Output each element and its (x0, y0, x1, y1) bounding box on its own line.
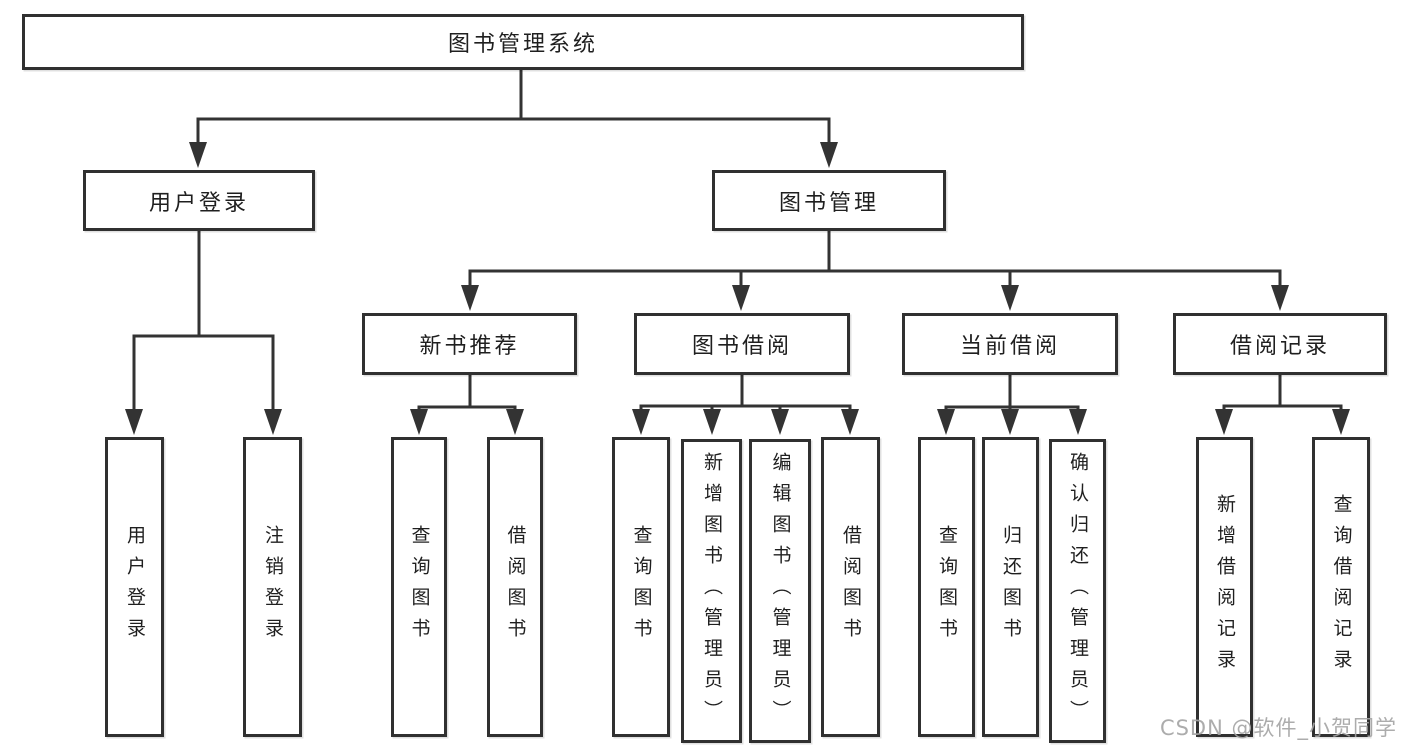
node-book-mgmt-label: 图书管理 (778, 190, 879, 216)
leaf-newrec-query-books-label: 查询图书 (408, 525, 431, 649)
node-book-borrow: 图书借阅 (634, 313, 850, 375)
leaf-newrec-borrow-books-label: 借阅图书 (504, 525, 527, 649)
edge-current-borrow-to-leaves (937, 375, 1087, 435)
leaf-records-query-record: 查询借阅记录 (1312, 437, 1370, 737)
node-root: 图书管理系统 (22, 14, 1024, 70)
node-root-label: 图书管理系统 (447, 32, 598, 57)
leaf-borrow-query-books: 查询图书 (612, 437, 670, 737)
leaf-user-login-label: 用户登录 (124, 525, 146, 649)
leaf-borrow-edit-books-label: 编辑图书（管理员） (769, 451, 792, 731)
leaf-borrow-add-books: 新增图书（管理员） (681, 439, 742, 743)
leaf-newrec-borrow-books: 借阅图书 (487, 437, 543, 737)
node-current-borrow-label: 当前借阅 (959, 334, 1060, 359)
node-user-login: 用户登录 (83, 170, 315, 231)
leaf-records-add-record: 新增借阅记录 (1196, 437, 1253, 737)
edge-book-mgmt-to-sections (461, 231, 1289, 311)
node-current-borrow: 当前借阅 (902, 313, 1118, 375)
node-book-mgmt: 图书管理 (712, 170, 946, 231)
leaf-current-query-books-label: 查询图书 (936, 525, 958, 649)
node-new-book-rec-label: 新书推荐 (419, 334, 520, 359)
node-borrow-record: 借阅记录 (1173, 313, 1387, 375)
leaf-user-login: 用户登录 (105, 437, 164, 737)
leaf-current-confirm-return: 确认归还（管理员） (1049, 439, 1106, 743)
edge-root-to-level2 (189, 70, 838, 168)
leaf-current-query-books: 查询图书 (918, 437, 975, 737)
node-book-borrow-label: 图书借阅 (691, 334, 792, 359)
leaf-current-return-books-label: 归还图书 (1000, 525, 1022, 649)
leaf-newrec-query-books: 查询图书 (391, 437, 447, 737)
edge-new-book-rec-to-leaves (410, 375, 524, 435)
leaf-borrow-add-books-label: 新增图书（管理员） (701, 451, 723, 731)
leaf-logout-label: 注销登录 (262, 525, 284, 649)
leaf-borrow-edit-books: 编辑图书（管理员） (749, 439, 811, 743)
leaf-borrow-query-books-label: 查询图书 (630, 525, 653, 649)
leaf-borrow-borrow-books-label: 借阅图书 (840, 525, 862, 649)
node-user-login-label: 用户登录 (148, 190, 249, 216)
watermark: CSDN @软件_小贺同学 (1159, 716, 1397, 740)
node-borrow-record-label: 借阅记录 (1229, 334, 1330, 359)
leaf-records-query-record-label: 查询借阅记录 (1330, 494, 1353, 680)
leaf-current-confirm-return-label: 确认归还（管理员） (1067, 451, 1089, 731)
node-new-book-rec: 新书推荐 (362, 313, 577, 375)
leaf-borrow-borrow-books: 借阅图书 (821, 437, 880, 737)
leaf-records-add-record-label: 新增借阅记录 (1214, 494, 1236, 680)
leaf-logout: 注销登录 (243, 437, 302, 737)
edge-book-borrow-to-leaves (632, 375, 859, 435)
edge-user-login-to-leaves (125, 231, 282, 435)
leaf-current-return-books: 归还图书 (982, 437, 1039, 737)
edge-borrow-record-to-leaves (1215, 375, 1350, 435)
